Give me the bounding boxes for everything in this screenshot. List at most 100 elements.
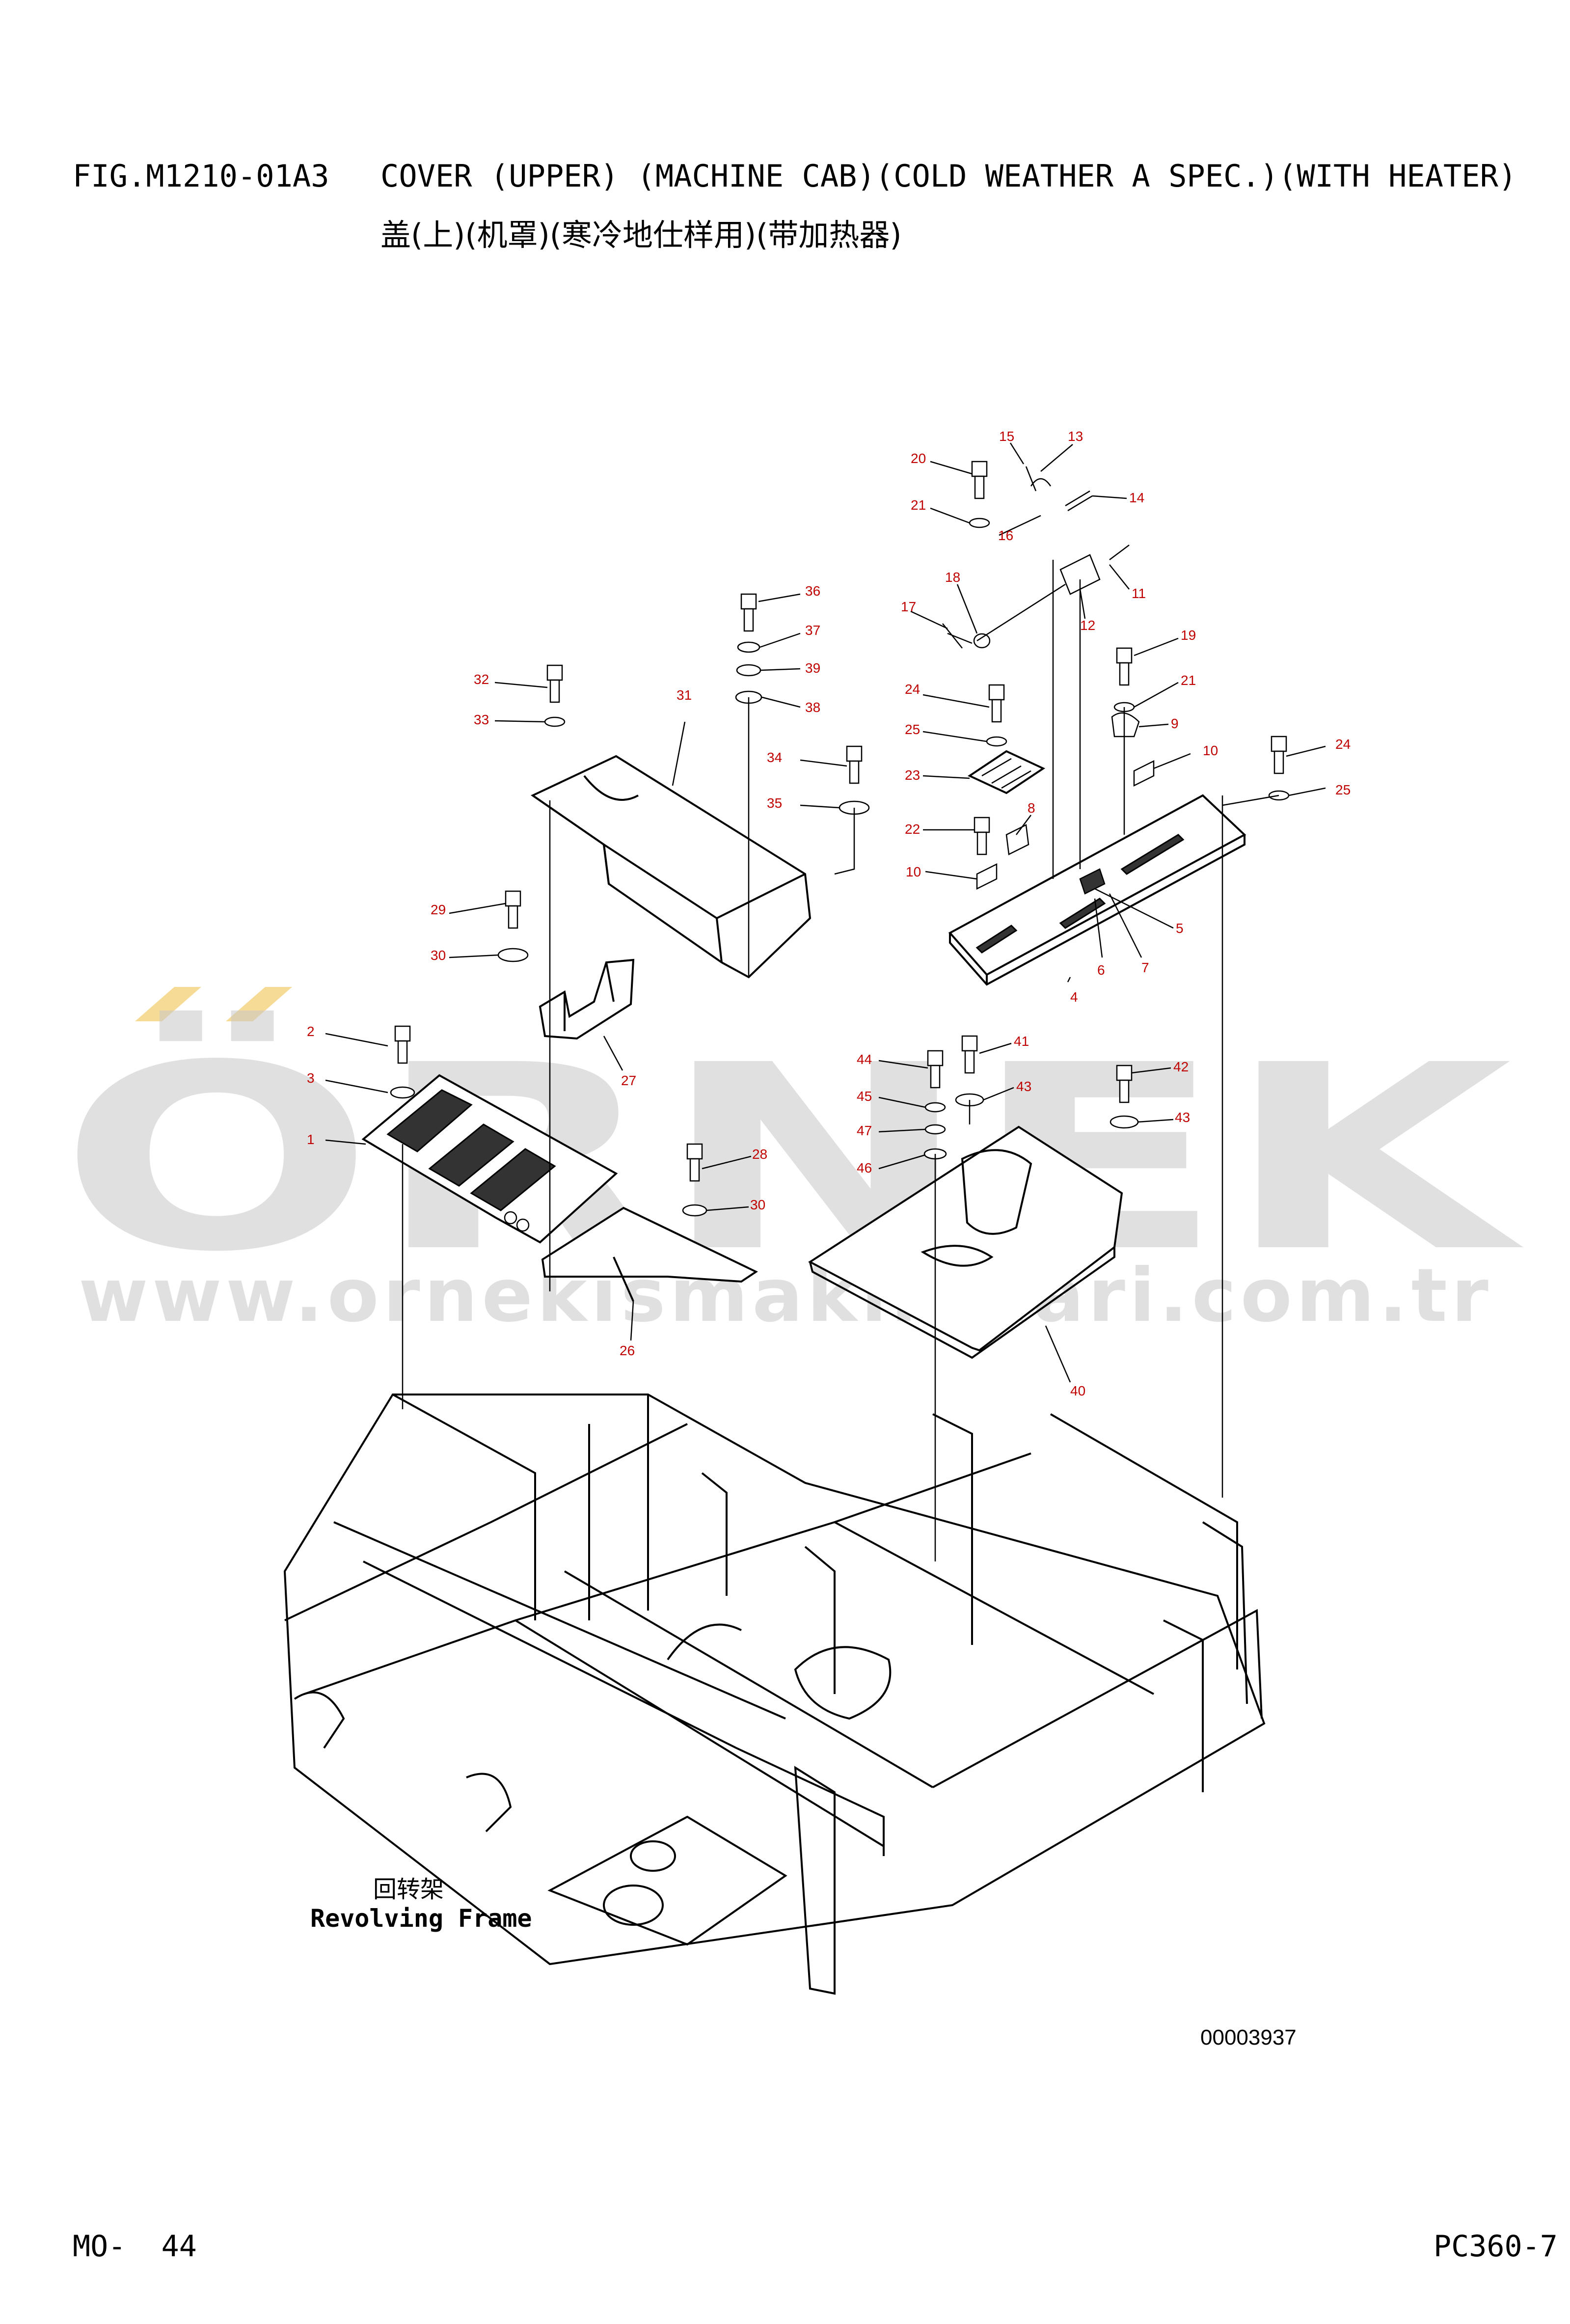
svg-text:34: 34	[767, 750, 782, 765]
callout-10b: 10	[906, 864, 977, 880]
callout-9: 9	[1138, 716, 1179, 731]
svg-text:16: 16	[998, 528, 1013, 543]
svg-text:30: 30	[431, 948, 446, 963]
svg-text:4: 4	[1070, 989, 1078, 1005]
callout-35: 35	[767, 795, 840, 811]
callout-21a: 21	[911, 497, 970, 524]
callout-22: 22	[905, 821, 974, 837]
svg-text:14: 14	[1129, 490, 1144, 505]
svg-text:46: 46	[857, 1160, 872, 1176]
callout-8: 8	[1016, 800, 1035, 835]
svg-text:1: 1	[307, 1132, 315, 1147]
svg-text:42: 42	[1173, 1059, 1189, 1074]
svg-text:40: 40	[1070, 1383, 1085, 1398]
plate-26	[541, 1206, 758, 1302]
callout-38: 38	[761, 696, 820, 715]
svg-text:8: 8	[1028, 800, 1035, 816]
svg-text:5: 5	[1176, 921, 1184, 936]
callout-29: 29	[431, 902, 506, 917]
callout-16: 16	[998, 515, 1041, 543]
cover-1	[361, 1074, 618, 1244]
svg-text:26: 26	[620, 1343, 635, 1358]
callout-27: 27	[603, 1036, 636, 1088]
callout-25b: 25	[1288, 782, 1351, 797]
callout-24a: 24	[905, 682, 990, 708]
frame-label-chinese: 回转架	[373, 1876, 444, 1903]
callout-labels: 1 2 3 4 5 6 7 8 9 10 10 11 12 13 14 15 1…	[307, 429, 1351, 1398]
bracket-27	[539, 958, 635, 1040]
callout-7: 7	[1109, 893, 1149, 975]
callout-45: 45	[857, 1089, 926, 1108]
svg-text:30: 30	[750, 1197, 765, 1212]
callout-2: 2	[307, 1024, 388, 1047]
reference-lines	[402, 560, 1279, 1561]
svg-text:11: 11	[1132, 586, 1146, 601]
svg-text:41: 41	[1014, 1034, 1029, 1049]
callout-47: 47	[857, 1123, 926, 1138]
svg-text:18: 18	[945, 570, 960, 585]
callout-39: 39	[760, 660, 820, 676]
svg-text:43: 43	[1175, 1110, 1190, 1125]
svg-text:17: 17	[901, 599, 916, 614]
svg-text:3: 3	[307, 1070, 315, 1086]
figure-code: FIG.M1210-01A3	[73, 158, 329, 194]
svg-text:28: 28	[752, 1147, 767, 1162]
svg-text:31: 31	[677, 687, 692, 703]
callout-15: 15	[999, 429, 1025, 465]
cover-40	[808, 1125, 1123, 1359]
svg-text:32: 32	[474, 672, 489, 687]
fasteners	[390, 461, 1290, 1217]
svg-text:21: 21	[911, 497, 926, 513]
svg-text:10: 10	[906, 864, 921, 879]
callout-12: 12	[1079, 589, 1095, 633]
callout-34: 34	[767, 750, 847, 767]
callout-13: 13	[1040, 429, 1083, 472]
callout-28: 28	[702, 1147, 767, 1170]
svg-text:38: 38	[805, 700, 820, 715]
svg-text:35: 35	[767, 795, 782, 811]
callout-26: 26	[620, 1301, 635, 1358]
callout-23: 23	[905, 767, 970, 783]
watermark-accent-left	[135, 987, 201, 1021]
callout-32: 32	[474, 672, 548, 688]
callout-20: 20	[911, 451, 973, 475]
watermark-accent-right	[226, 987, 292, 1021]
callout-44: 44	[857, 1052, 928, 1069]
callout-31: 31	[672, 687, 692, 786]
svg-text:10: 10	[1203, 743, 1218, 758]
callout-43a: 43	[983, 1079, 1031, 1101]
svg-text:45: 45	[857, 1089, 872, 1104]
callout-24b: 24	[1286, 737, 1351, 757]
cover-31	[531, 755, 812, 979]
callout-30b: 30	[706, 1197, 765, 1212]
svg-text:47: 47	[857, 1123, 872, 1138]
svg-text:37: 37	[805, 623, 820, 638]
svg-text:36: 36	[805, 583, 820, 599]
title-chinese: 盖(上)(机罩)(寒冷地仕样用)(带加热器)	[380, 217, 902, 253]
frame-label-english: Revolving Frame	[310, 1904, 532, 1933]
callout-6: 6	[1094, 898, 1105, 978]
svg-text:27: 27	[621, 1073, 636, 1088]
svg-text:19: 19	[1181, 628, 1196, 643]
watermark: ÖRNEK www.ornekismakinalari.com.tr	[59, 987, 1526, 1339]
svg-text:39: 39	[805, 660, 820, 676]
svg-text:24: 24	[1335, 737, 1351, 752]
svg-text:24: 24	[905, 682, 920, 697]
svg-text:23: 23	[905, 767, 920, 783]
callout-21b: 21	[1134, 673, 1196, 708]
callout-18: 18	[945, 570, 978, 634]
page-number: MO- 44	[73, 2229, 197, 2264]
watermark-url: www.ornekismakinalari.com.tr	[79, 1253, 1492, 1339]
callout-14: 14	[1092, 490, 1144, 505]
svg-text:25: 25	[905, 722, 920, 737]
callout-4: 4	[1067, 977, 1078, 1005]
callout-33: 33	[474, 712, 545, 727]
watermark-brand: ÖRNEK	[59, 1008, 1526, 1308]
svg-text:22: 22	[905, 821, 920, 837]
svg-text:43: 43	[1016, 1079, 1031, 1094]
svg-text:20: 20	[911, 451, 926, 466]
callout-36: 36	[758, 583, 820, 602]
svg-text:6: 6	[1097, 962, 1105, 978]
